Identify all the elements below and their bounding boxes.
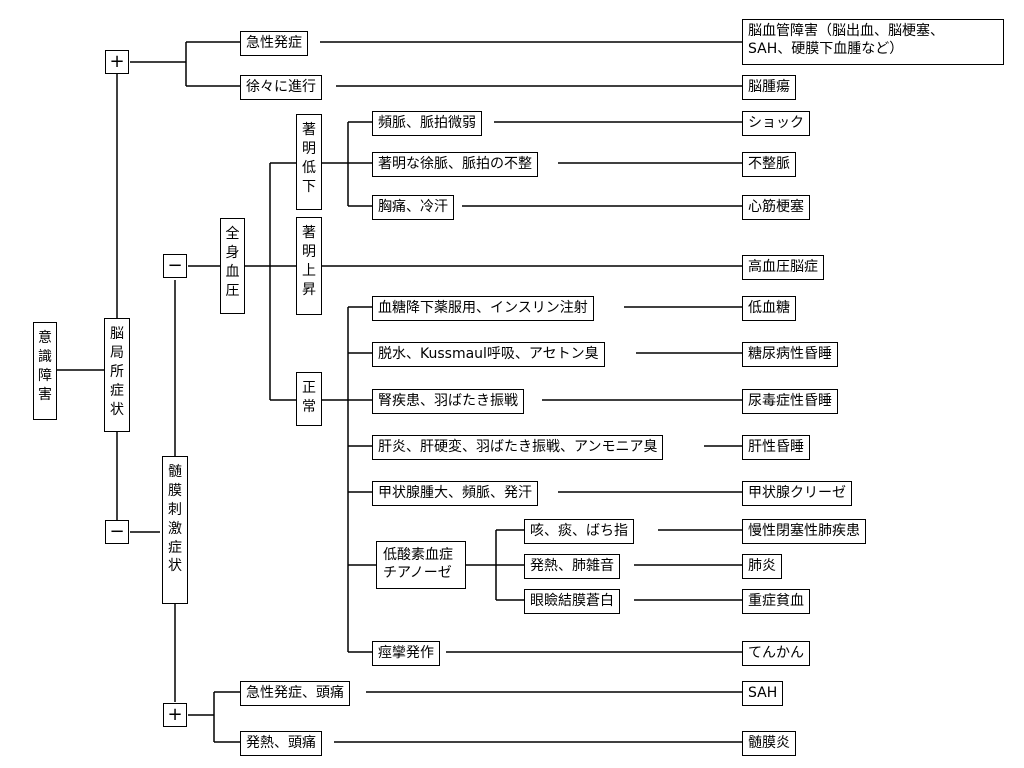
finding-kussmaul: 脱水、Kussmaul呼吸、アセトン臭 — [372, 342, 605, 367]
finding-hypoxemia-cyanosis: 低酸素血症 チアノーゼ — [376, 541, 466, 589]
systemic-bp-node: 全身血圧 — [220, 218, 245, 314]
bp-normal: 正常 — [296, 372, 322, 426]
result-meningitis: 髄膜炎 — [742, 731, 796, 756]
focal-symptoms-node: 脳局所症状 — [104, 318, 130, 432]
finding-acute-headache: 急性発症、頭痛 — [240, 681, 350, 706]
result-hypoglycemia: 低血糖 — [742, 296, 796, 321]
result-hypertensive-encephalopathy: 高血圧脳症 — [742, 255, 824, 280]
finding-chest-pain-sweat: 胸痛、冷汗 — [372, 195, 454, 220]
finding-thyroid: 甲状腺腫大、頻脈、発汗 — [372, 481, 538, 506]
finding-tachycardia-weak-pulse: 頻脈、脈拍微弱 — [372, 111, 482, 136]
finding-liver-ammonia: 肝炎、肝硬変、羽ばたき振戦、アンモニア臭 — [372, 435, 664, 460]
result-pneumonia: 肺炎 — [742, 554, 782, 579]
result-sah: SAH — [742, 681, 784, 706]
finding-fever-lung-rales: 発熱、肺雑音 — [524, 554, 620, 579]
finding-fever-headache: 発熱、頭痛 — [240, 731, 322, 756]
meningeal-plus-symbol: + — [163, 703, 187, 727]
result-mi: 心筋梗塞 — [742, 195, 810, 220]
result-cerebrovascular: 脳血管障害（脳出血、脳梗塞、 SAH、硬膜下血腫など） — [742, 19, 1004, 65]
result-uremic-coma: 尿毒症性昏睡 — [742, 389, 838, 414]
result-shock: ショック — [742, 111, 810, 136]
finding-seizure: 痙攣発作 — [372, 641, 440, 666]
result-arrhythmia: 不整脈 — [742, 152, 796, 177]
result-brain-tumor: 脳腫瘍 — [742, 75, 796, 100]
finding-hypoglycemic-agents: 血糖降下薬服用、インスリン注射 — [372, 296, 594, 321]
root-consciousness-disorder: 意識障害 — [33, 322, 57, 420]
onset-acute: 急性発症 — [240, 31, 308, 56]
bp-markedly-high: 著明上昇 — [296, 217, 322, 315]
result-epilepsy: てんかん — [742, 641, 810, 666]
onset-gradual: 徐々に進行 — [240, 75, 322, 100]
focal-minus-symbol: − — [105, 520, 129, 544]
result-hepatic-coma: 肝性昏睡 — [742, 435, 810, 460]
result-diabetic-coma: 糖尿病性昏睡 — [742, 342, 838, 367]
bp-markedly-low: 著明低下 — [296, 114, 322, 210]
result-copd: 慢性閉塞性肺疾患 — [742, 519, 866, 544]
finding-conjunctival-pallor: 眼瞼結膜蒼白 — [524, 589, 620, 614]
result-severe-anemia: 重症貧血 — [742, 589, 810, 614]
meningeal-minus-symbol: − — [163, 254, 187, 278]
focal-plus-symbol: + — [105, 50, 129, 74]
finding-renal-asterixis: 腎疾患、羽ばたき振戦 — [372, 389, 524, 414]
meningeal-signs-node: 髄膜刺激症状 — [162, 456, 188, 604]
result-thyroid-storm: 甲状腺クリーゼ — [742, 481, 852, 506]
finding-bradycardia-irregular: 著明な徐脈、脈拍の不整 — [372, 152, 538, 177]
finding-cough-sputum-clubbing: 咳、痰、ばち指 — [524, 519, 634, 544]
